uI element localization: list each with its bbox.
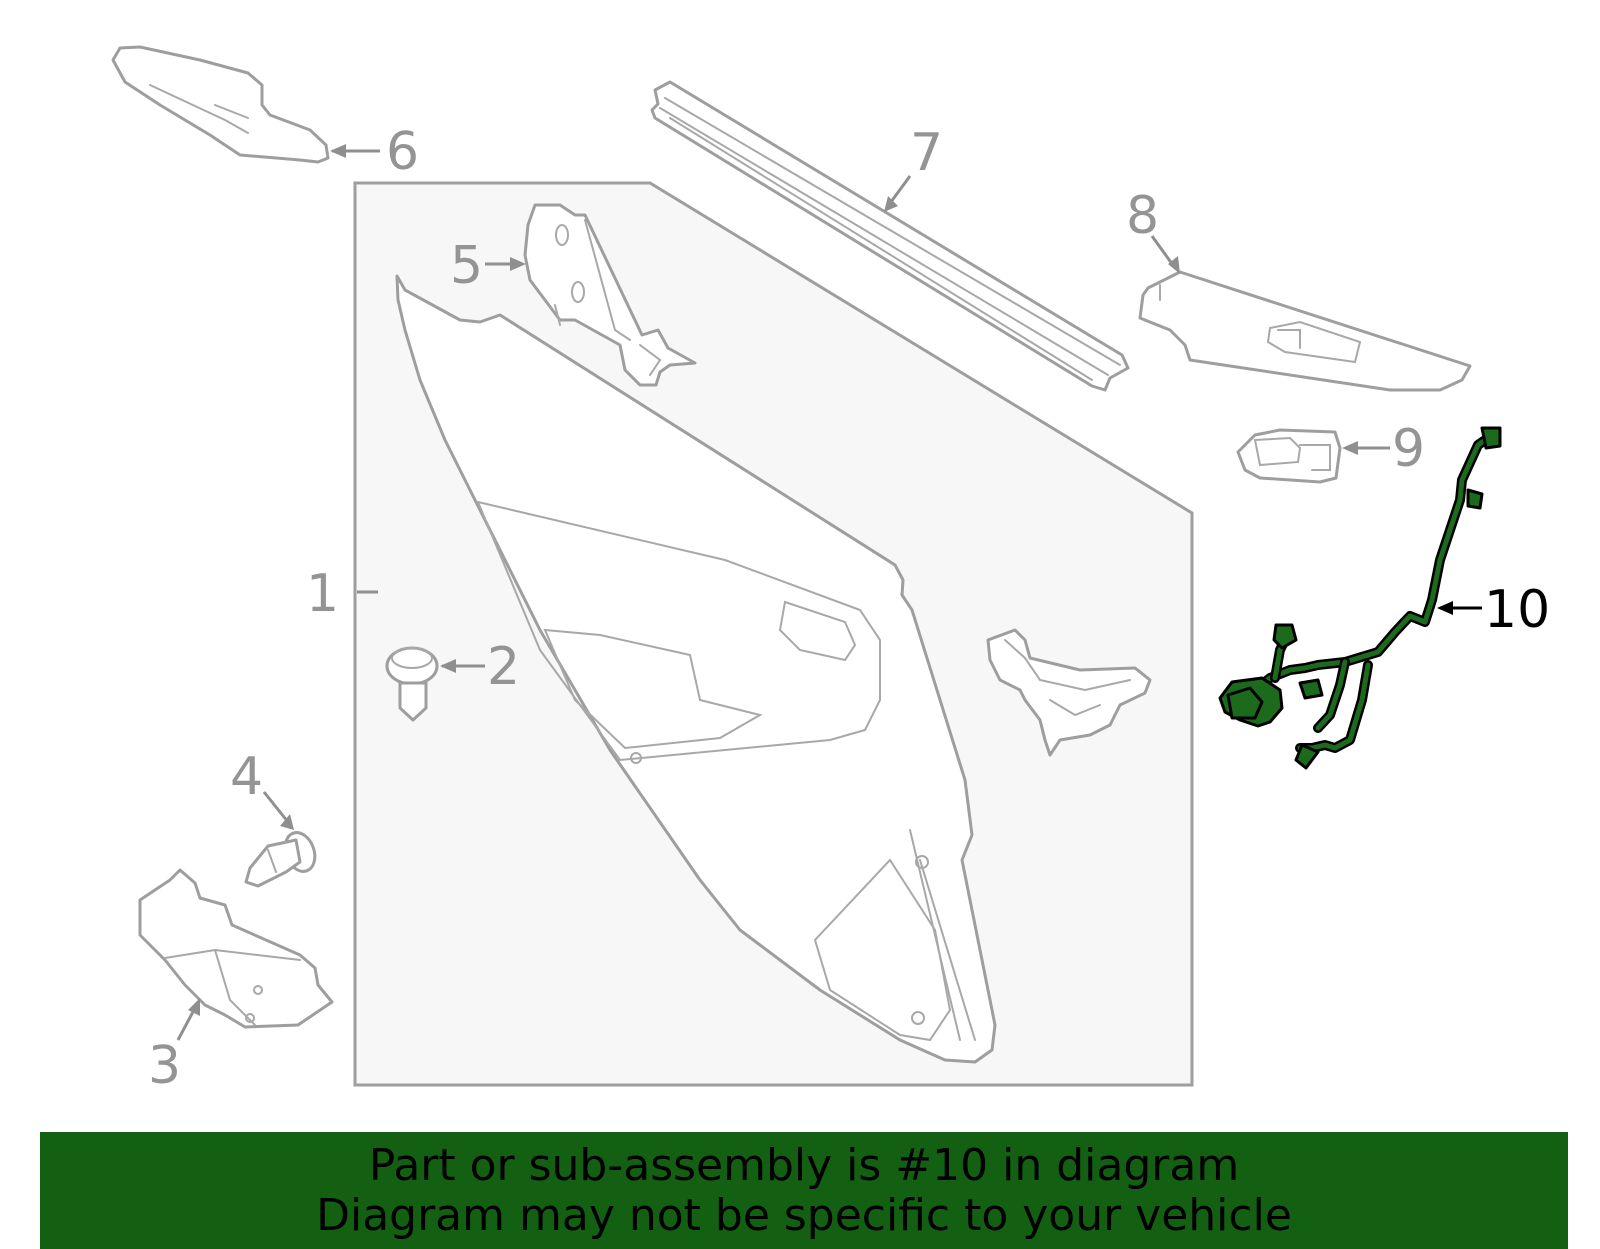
part-7-weatherstrip[interactable] [650,80,1130,392]
callout-9: 9 [1392,419,1425,479]
callout-4: 4 [230,747,263,807]
trim-bracket-right[interactable] [986,628,1152,757]
part-6-garnish[interactable] [111,45,330,164]
callout-7: 7 [910,123,943,183]
callout-2: 2 [487,637,520,697]
part-8-armrest[interactable] [1138,270,1472,392]
callout-labels: 1 2 3 4 5 6 7 8 9 10 [148,122,1550,1096]
callout-6: 6 [386,122,419,182]
callout-1: 1 [306,564,339,624]
notice-banner: Part or sub-assembly is #10 in diagram D… [40,1132,1568,1249]
callout-3: 3 [148,1036,181,1096]
callout-5: 5 [450,236,483,296]
callout-8: 8 [1126,186,1159,246]
part-4-push-pin[interactable] [244,828,320,888]
leader-lines [176,144,1482,1041]
part-2-clip[interactable] [385,646,439,722]
callout-10: 10 [1484,580,1550,640]
banner-line-2: Diagram may not be specific to your vehi… [316,1189,1292,1241]
part-3-bracket[interactable] [138,868,334,1029]
part-5-bracket[interactable] [523,203,697,387]
banner-line-1: Part or sub-assembly is #10 in diagram [368,1139,1240,1191]
part-10-wire-harness[interactable] [1218,426,1502,770]
door-trim-panel[interactable] [395,274,997,1064]
part-9-switch[interactable] [1236,428,1342,484]
